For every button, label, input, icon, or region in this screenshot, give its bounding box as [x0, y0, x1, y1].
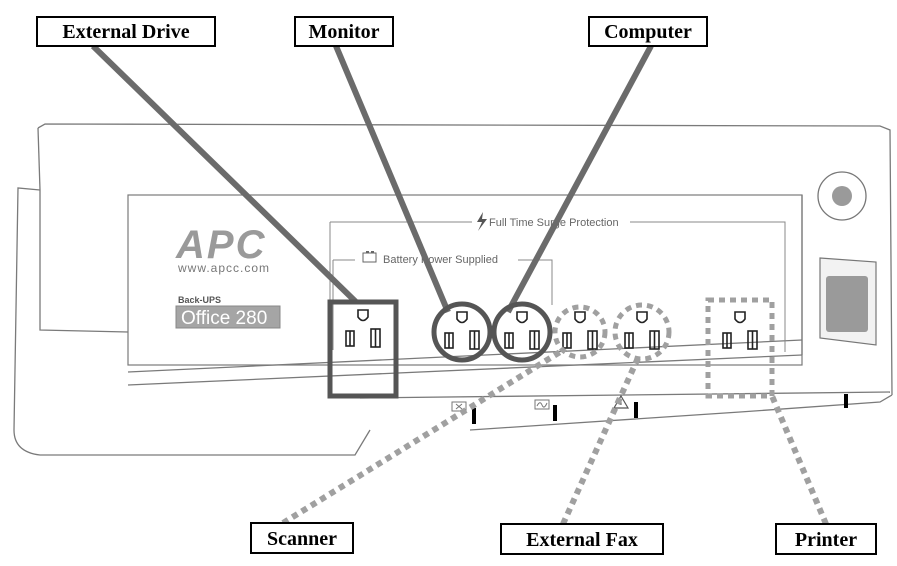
monitor-highlight	[431, 301, 493, 363]
battery-group: Battery Power Supplied	[332, 251, 553, 350]
computer-highlight	[491, 301, 553, 363]
ground-pin	[357, 309, 369, 322]
leader-computer	[505, 44, 654, 314]
rocker-switch[interactable]	[819, 257, 877, 346]
external-drive-highlight	[327, 299, 399, 399]
leader-scanner	[281, 349, 562, 526]
product-line: Back-UPS	[178, 295, 221, 305]
power-led	[844, 394, 848, 408]
faceplate	[127, 194, 803, 366]
ground-pin	[456, 311, 468, 324]
outlet-computer	[504, 311, 540, 350]
callout-printer: Printer	[775, 523, 877, 555]
leader-external-drive	[90, 43, 359, 305]
outlet-printer	[722, 311, 758, 350]
callout-label: External Fax	[526, 529, 638, 551]
outlet-external-fax	[624, 311, 660, 350]
model-name: Office 280	[181, 308, 267, 329]
leader-monitor	[333, 44, 451, 314]
apc-logo: APC	[175, 223, 266, 267]
callout-monitor: Monitor	[294, 16, 394, 47]
brand-url: www.apcc.com	[177, 261, 270, 275]
ups-body	[13, 123, 893, 456]
external-fax-highlight	[612, 302, 672, 362]
leader-lines	[90, 43, 829, 526]
power-button[interactable]	[817, 171, 867, 221]
printer-highlight	[705, 297, 775, 399]
leader-printer	[769, 394, 829, 526]
battery-x-icon	[451, 401, 467, 412]
leader-external-fax	[560, 356, 641, 526]
sine-wave-icon	[534, 399, 550, 410]
ground-pin	[516, 311, 528, 324]
outlet-monitor	[444, 311, 480, 350]
warning-led	[634, 402, 638, 418]
callout-label: Scanner	[267, 528, 337, 550]
ground-pin	[636, 311, 648, 324]
callout-label: Computer	[604, 21, 692, 43]
callout-label: External Drive	[62, 21, 189, 43]
overload-led	[553, 405, 557, 421]
callout-label: Monitor	[308, 21, 379, 43]
battery-icon	[362, 251, 377, 263]
outlet-scanner	[562, 311, 598, 350]
callout-external-drive: External Drive	[36, 16, 216, 47]
ground-pin	[574, 311, 586, 324]
callout-external-fax: External Fax	[500, 523, 664, 555]
callout-scanner: Scanner	[250, 522, 354, 554]
battery-power-label: Battery Power Supplied	[383, 254, 498, 266]
model-badge	[175, 305, 281, 329]
callout-label: Printer	[795, 529, 857, 551]
ground-pin	[734, 311, 746, 324]
outlet-row	[345, 309, 758, 350]
outlet-external-drive	[345, 309, 381, 348]
callout-computer: Computer	[588, 16, 708, 47]
lightning-icon	[477, 212, 487, 231]
scanner-highlight	[552, 304, 608, 360]
battery-led	[472, 408, 476, 424]
